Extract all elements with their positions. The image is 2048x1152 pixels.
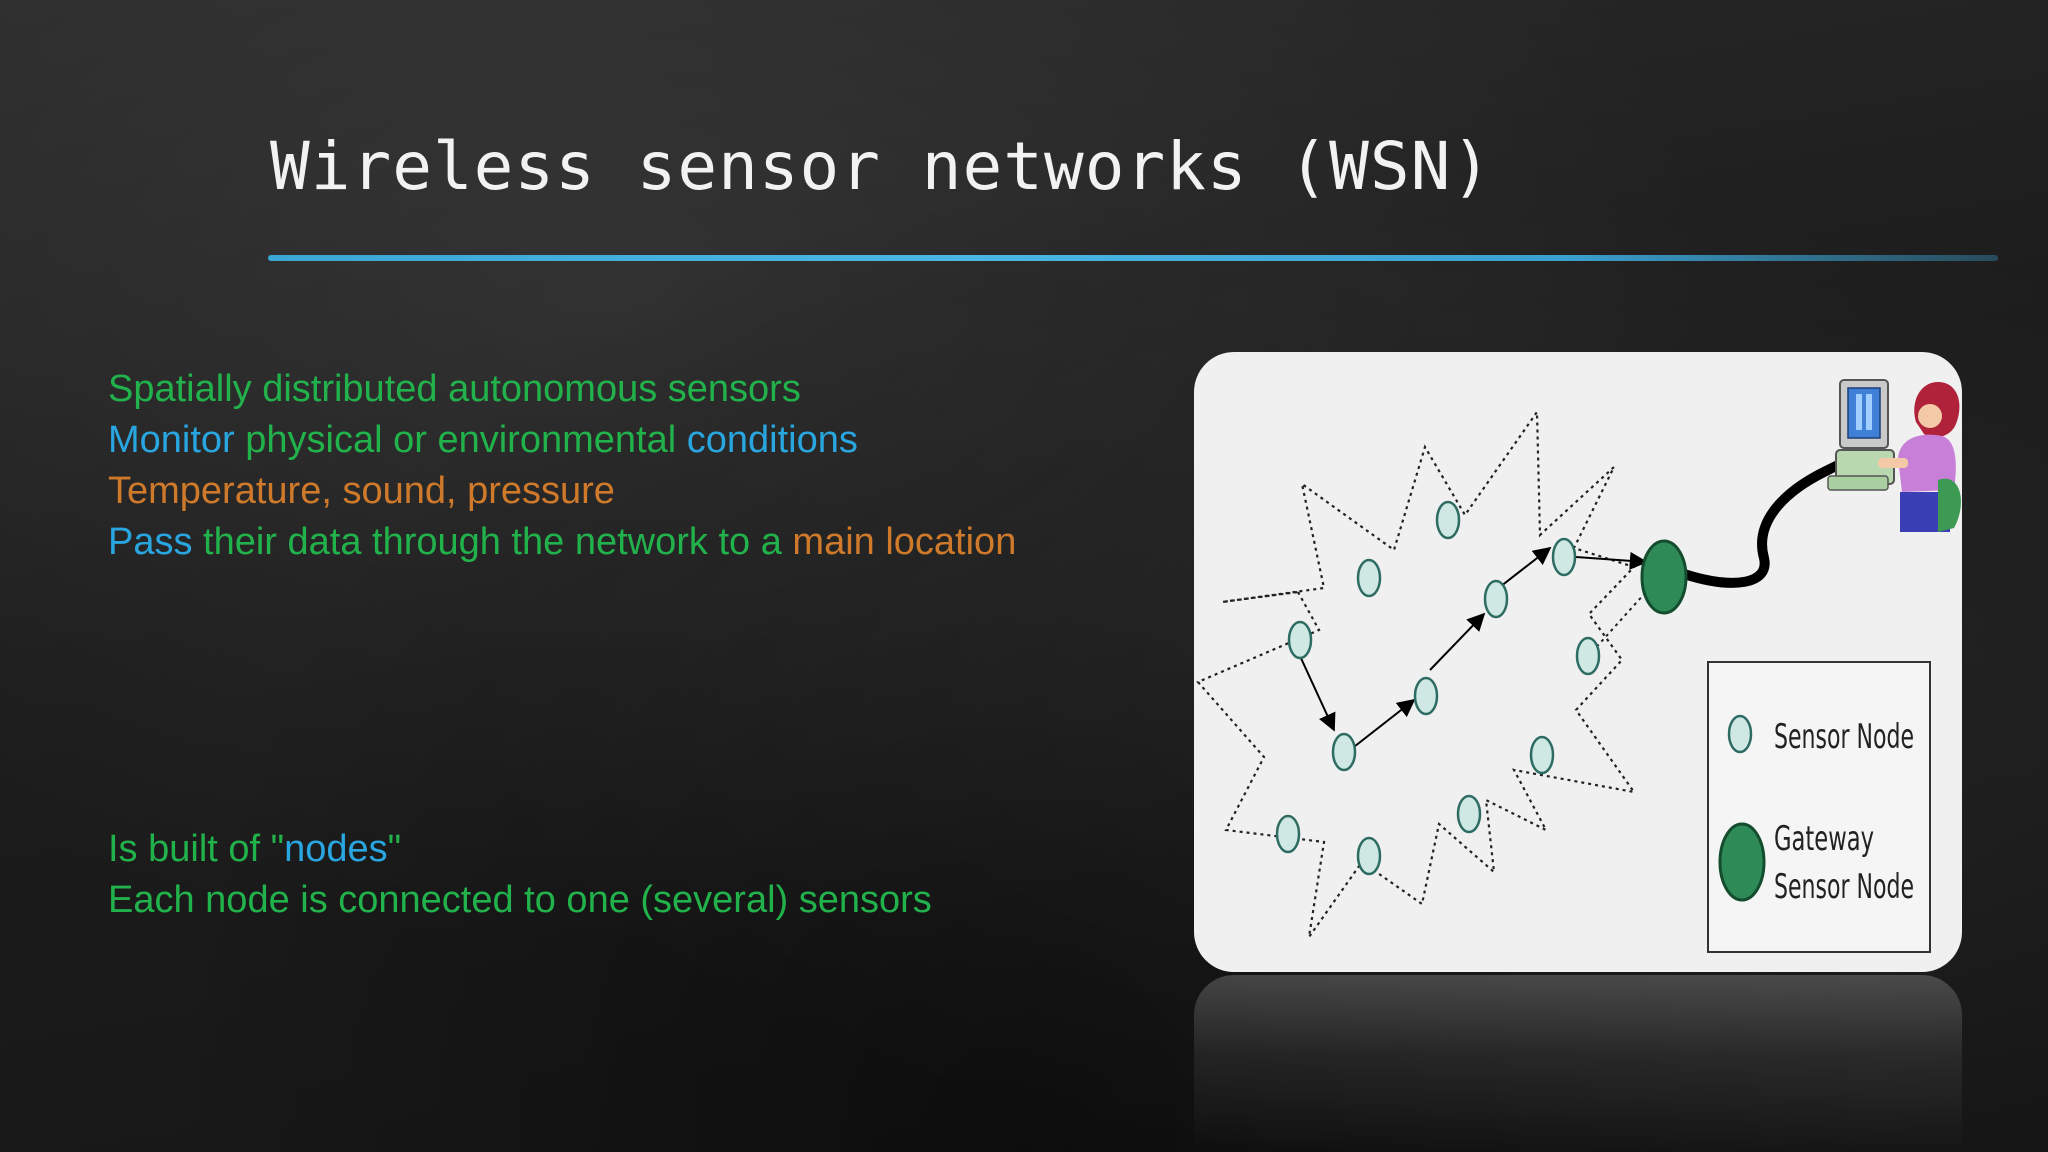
bullet-segment: conditions <box>686 419 858 461</box>
sensor-node <box>1413 676 1439 716</box>
bullet-segment: Spatially distributed autonomous sensors <box>108 368 801 410</box>
legend-gateway-label-line2: Sensor Node <box>1774 867 1914 907</box>
sensor-node <box>1456 794 1482 834</box>
bullet-list-bottom: Is built of "nodes"Each node is connecte… <box>108 824 932 926</box>
wsn-diagram-svg: Sensor Node Gateway Sensor Node <box>1196 379 1961 953</box>
bullet-line: Pass their data through the network to a… <box>108 517 1016 568</box>
wsn-diagram: Sensor Node Gateway Sensor Node <box>1194 352 1962 972</box>
bullet-line: Is built of "nodes" <box>108 824 932 875</box>
gateway-node <box>1640 539 1688 615</box>
bullet-segment: Monitor <box>108 419 235 461</box>
sensor-nodes <box>1275 500 1601 876</box>
sensor-node <box>1275 814 1301 854</box>
sensor-node <box>1483 579 1509 619</box>
sensor-node <box>1575 636 1601 676</box>
sensor-node <box>1529 735 1555 775</box>
sensor-node <box>1551 537 1577 577</box>
network-boundary <box>1196 408 1637 938</box>
legend-gateway-label-line1: Gateway <box>1774 819 1874 859</box>
bullet-segment: Is built of " <box>108 828 285 870</box>
route-arrow-5 <box>1575 551 1648 570</box>
diagram-reflection <box>1194 975 1962 1152</box>
route-arrow-2 <box>1349 698 1416 751</box>
route-arrow-4 <box>1495 546 1552 591</box>
sensor-node <box>1356 836 1382 876</box>
slide-title: Wireless sensor networks (WSN) <box>270 128 1493 205</box>
legend-sensor-node-symbol <box>1727 714 1753 754</box>
bullet-segment: their data through the network to a <box>192 521 793 563</box>
bullet-line: Spatially distributed autonomous sensors <box>108 364 1016 415</box>
title-underline <box>268 255 1998 261</box>
route-arrow-1 <box>1299 655 1336 732</box>
bullet-segment: Temperature, sound, pressure <box>108 470 615 512</box>
legend-sensor-node-label: Sensor Node <box>1774 717 1914 757</box>
sensor-node <box>1435 500 1461 540</box>
bullet-line: Each node is connected to one (several) … <box>108 875 932 926</box>
bullet-segment: " <box>387 828 402 870</box>
workstation-icon <box>1827 379 1961 532</box>
bullet-segment: main location <box>792 521 1017 563</box>
bullet-line: Temperature, sound, pressure <box>108 466 1016 517</box>
route-arrow-3 <box>1429 612 1486 671</box>
bullet-segment: Each node is connected to one (several) … <box>108 879 932 921</box>
bullet-list-top: Spatially distributed autonomous sensors… <box>108 364 1016 568</box>
sensor-node <box>1331 732 1357 772</box>
bullet-segment: Pass <box>108 521 193 563</box>
bullet-segment: nodes <box>284 828 388 870</box>
sensor-node <box>1287 620 1313 660</box>
legend-box <box>1707 661 1931 953</box>
legend-gateway-symbol <box>1718 822 1766 902</box>
bullet-line: Monitor physical or environmental condit… <box>108 415 1016 466</box>
sensor-node <box>1356 558 1382 598</box>
bullet-segment: physical or environmental <box>234 419 687 461</box>
